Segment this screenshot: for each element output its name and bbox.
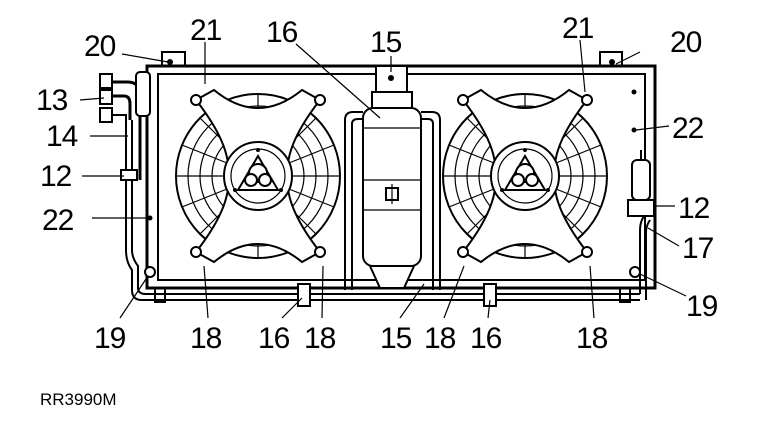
callout-15-bottom: 15 [380, 322, 412, 355]
leader-lines [79, 39, 687, 319]
callout-18-a: 18 [190, 322, 222, 355]
callout-18-c: 18 [424, 322, 456, 355]
figure-reference-code: RR3990M [40, 390, 117, 409]
callout-22-right: 22 [672, 112, 704, 145]
callout-17: 17 [682, 232, 714, 265]
callout-19-left: 19 [94, 322, 126, 355]
pressure-switch-right [627, 150, 655, 217]
callout-12-left: 12 [40, 160, 72, 193]
callout-21-right: 21 [562, 12, 594, 45]
callout-12-right: 12 [678, 192, 710, 225]
callout-16-bottom-left: 16 [258, 322, 290, 355]
callout-labels: 20 21 16 15 21 20 13 14 12 22 22 12 17 1… [36, 12, 719, 355]
callout-16-top: 16 [266, 16, 298, 49]
pipe-connectors-left [99, 71, 151, 180]
callout-18-d: 18 [576, 322, 608, 355]
callout-18-b: 18 [304, 322, 336, 355]
callout-15-top: 15 [370, 26, 402, 59]
receiver-drier [362, 65, 422, 289]
refrigerant-pipes [120, 111, 651, 307]
callout-20-right: 20 [670, 26, 702, 59]
callout-19-right: 19 [686, 290, 718, 323]
callout-16-bottom-right: 16 [470, 322, 502, 355]
left-cooling-fan [175, 89, 341, 263]
callout-14: 14 [46, 120, 78, 153]
callout-13: 13 [36, 84, 68, 117]
callout-22-left: 22 [42, 204, 74, 237]
callout-20-left: 20 [84, 30, 116, 63]
right-cooling-fan [442, 89, 608, 263]
callout-21-left: 21 [190, 14, 222, 47]
